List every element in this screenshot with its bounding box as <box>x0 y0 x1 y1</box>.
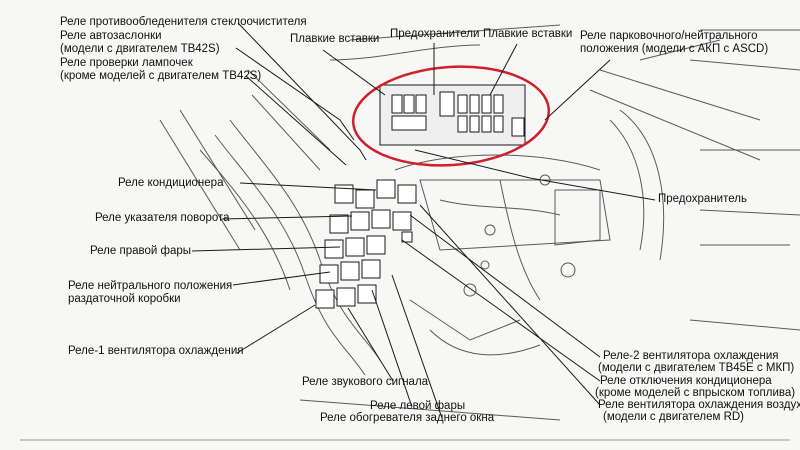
label-choke-relay: Реле автозаслонки <box>60 30 162 42</box>
leader-choke-relay <box>235 47 355 141</box>
leader-transfer-neutral-relay <box>232 271 331 286</box>
fuse-block <box>379 84 526 146</box>
label-air-fan-relay-note: (модели с двигателем RD) <box>603 411 745 423</box>
label-cooling-fan-relay-2: Реле-2 вентилятора охлаждения <box>603 350 779 362</box>
fuse-highlight-ellipse <box>351 65 551 167</box>
label-park-neutral-relay: Реле парковочного/нейтрального <box>580 30 758 42</box>
label-ac-cut-relay-note: (кроме моделей с впрыском топлива) <box>595 387 796 399</box>
label-washer-relay: Реле противообледенителя стеклоочистител… <box>60 16 307 28</box>
label-cooling-fan-relay-1: Реле-1 вентилятора охлаждения <box>68 345 244 357</box>
label-lamp-check-relay-note: (кроме моделей с двигателем TB42S) <box>60 70 262 82</box>
label-horn-relay: Реле звукового сигнала <box>302 376 429 388</box>
leader-lamp-check-relay <box>245 75 347 166</box>
label-left-headlamp-relay: Реле левой фары <box>370 400 466 412</box>
leader-lines <box>191 22 656 419</box>
leader-turn-signal-relay <box>221 215 353 220</box>
engine-sketch <box>20 24 800 441</box>
label-transfer-neutral-relay-note: раздаточной коробки <box>68 293 181 305</box>
leader-cooling-fan-relay-1 <box>236 304 316 354</box>
leader-fuse <box>414 149 656 201</box>
leader-air-fan-relay <box>419 204 601 406</box>
leader-fusible-links-left <box>322 49 386 96</box>
leader-park-neutral-relay <box>544 59 611 121</box>
label-choke-relay-note: (модели с двигателем TB42S) <box>60 43 220 55</box>
label-lamp-check-relay: Реле проверки лампочек <box>60 57 193 69</box>
label-cooling-fan-relay-2-note: (модели с двигателем TB45E с МКП) <box>598 362 795 374</box>
label-ac-cut-relay: Реле отключения кондиционера <box>600 375 772 387</box>
label-transfer-neutral-relay: Реле нейтрального положения <box>68 280 233 292</box>
label-rear-defogger-relay: Реле обогревателя заднего окна <box>320 412 495 424</box>
label-fuses: Предохранители <box>390 28 480 40</box>
leader-washer-relay <box>237 22 367 161</box>
label-air-fan-relay: Реле вентилятора охлаждения воздуха <box>598 399 800 411</box>
leader-rear-defogger-relay <box>391 274 443 419</box>
leader-right-headlamp-relay <box>191 246 341 252</box>
leader-ac-cut-relay <box>401 239 601 382</box>
leader-horn-relay <box>347 307 394 382</box>
relay-block <box>315 179 417 309</box>
leader-ac-relay <box>239 182 377 191</box>
label-turn-signal-relay: Реле указателя поворота <box>95 212 230 224</box>
label-ac-relay: Реле кондиционера <box>118 177 224 189</box>
leader-cooling-fan-relay-2 <box>409 214 601 358</box>
label-right-headlamp-relay: Реле правой фары <box>90 245 192 257</box>
label-park-neutral-relay-note: положения (модели с АКП с ASCD) <box>580 43 769 55</box>
label-fuse: Предохранитель <box>658 193 747 205</box>
leader-fusible-links-right <box>489 43 518 96</box>
label-fusible-links-right: Плавкие вставки <box>483 28 573 40</box>
leader-left-headlamp-relay <box>371 289 413 408</box>
label-fusible-links-left: Плавкие вставки <box>290 33 380 45</box>
